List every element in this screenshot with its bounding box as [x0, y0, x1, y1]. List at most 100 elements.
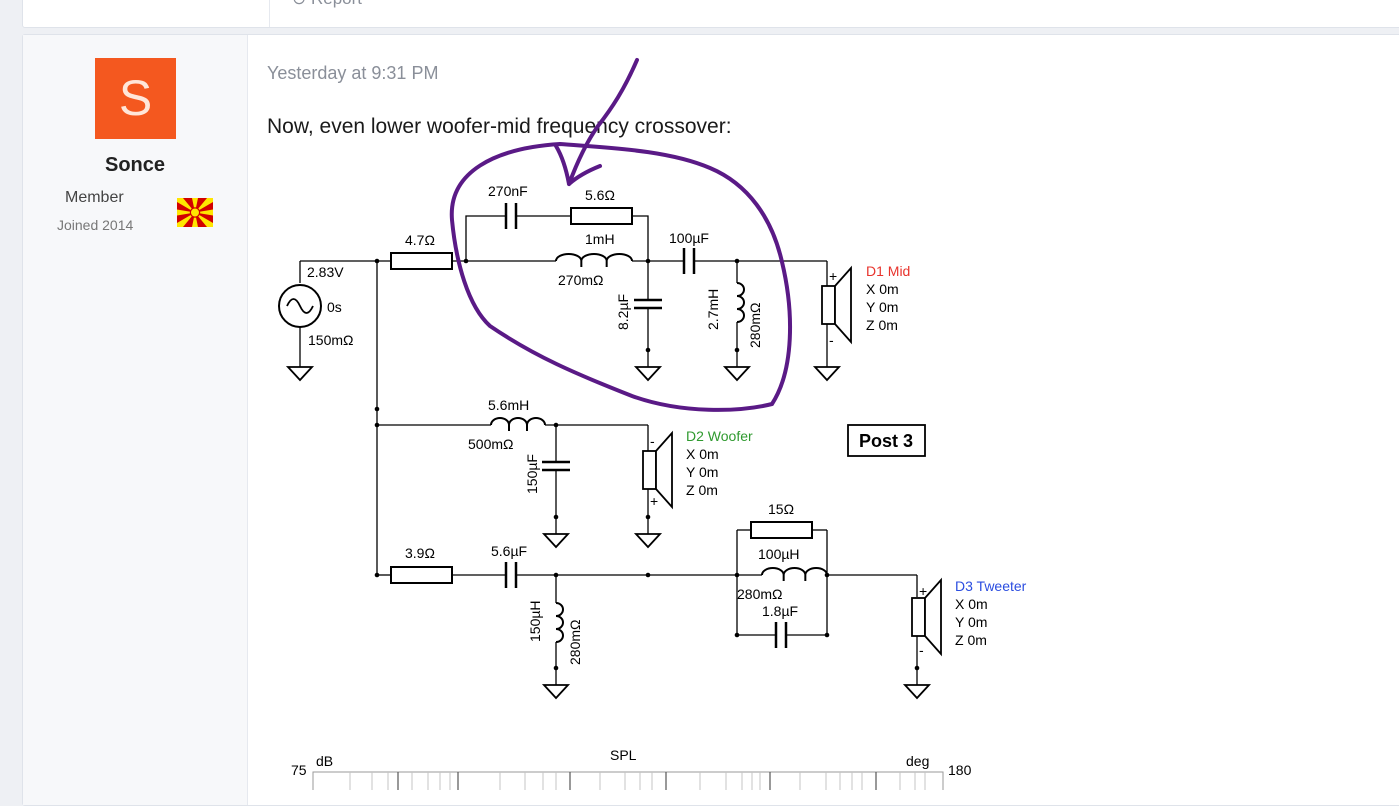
label-r_tw: 3.9Ω: [405, 545, 435, 561]
post-text: Now, even lower woofer-mid frequency cro…: [267, 115, 732, 138]
joined-date: Joined 2014: [57, 217, 134, 233]
ground-symbol: [541, 684, 571, 700]
graph-y-right-unit: deg: [906, 753, 929, 769]
label-d1_x: X 0m: [866, 281, 899, 297]
graph-y-right-top: 180: [948, 762, 972, 778]
speaker-d1-mid: [834, 265, 852, 345]
junction-dot: [734, 347, 740, 353]
label-d2_y: Y 0m: [686, 464, 718, 480]
label-l_mid_r: 270mΩ: [558, 272, 604, 288]
ground-symbol: [812, 366, 842, 382]
junction-dot: [553, 665, 559, 671]
speaker-d3-tweeter: [911, 597, 926, 637]
label-d2_x: X 0m: [686, 446, 719, 462]
label-l_woof: 5.6mH: [488, 397, 529, 413]
label-c_tw: 5.6µF: [491, 543, 527, 559]
speaker-d2-woofer: [655, 430, 673, 510]
label-plus: +: [829, 268, 837, 284]
junction-dot: [645, 572, 651, 578]
wire: [632, 215, 649, 261]
ground-symbol: [633, 533, 663, 549]
username[interactable]: Sonce: [104, 154, 166, 176]
label-d3_x: X 0m: [955, 596, 988, 612]
label-c_shunt_mid: 8.2µF: [615, 294, 631, 330]
label-l_mid: 1mH: [585, 231, 615, 247]
user-info-panel: S Sonce Member Joined 2014: [23, 35, 248, 805]
label-src_r: 150mΩ: [308, 332, 354, 348]
label-r_bypass: 5.6Ω: [585, 187, 615, 203]
label-post_tag: Post 3: [859, 431, 913, 451]
ground-symbol: [285, 366, 315, 382]
label-l_shunt_mid_r: 280mΩ: [747, 303, 763, 349]
junction-dot: [553, 514, 559, 520]
label-c_bypass: 270nF: [488, 183, 528, 199]
ground-symbol: [633, 366, 663, 382]
label-l_tw_shunt_r: 280mΩ: [567, 620, 583, 666]
post-date[interactable]: Yesterday at 9:31 PM: [267, 63, 439, 83]
previous-post: ⊙ Report: [22, 0, 1399, 28]
junction-dot: [914, 665, 920, 671]
resistor-r-in-mid: [390, 252, 453, 270]
avatar[interactable]: S: [95, 58, 176, 139]
label-r_in_mid: 4.7Ω: [405, 232, 435, 248]
user-title: Member: [65, 189, 124, 206]
inductor-tweeter-shunt: [555, 602, 564, 643]
junction-dot: [374, 422, 380, 428]
label-c_mid: 100µF: [669, 230, 709, 246]
graph-frame: [312, 771, 944, 790]
label-d3_z: Z 0m: [955, 632, 987, 648]
label-c_par: 1.8µF: [762, 603, 798, 619]
north-macedonia-flag-icon: [177, 198, 213, 227]
junction-dot: [374, 572, 380, 578]
label-d1_name: D1 Mid: [866, 263, 910, 279]
forum-post: S Sonce Member Joined 2014 Yesterday at …: [22, 34, 1399, 806]
label-l_shunt_mid: 2.7mH: [705, 289, 721, 330]
speaker-d1-mid: [821, 285, 836, 325]
label-l_tw_shunt: 150µH: [527, 600, 543, 642]
graph-y-left-unit: dB: [316, 753, 333, 769]
ground-symbol: [541, 533, 571, 549]
junction-dot: [734, 572, 740, 578]
inductor-woofer: [490, 417, 546, 426]
junction-dot: [645, 514, 651, 520]
junction-dot: [734, 632, 740, 638]
label-plus: +: [650, 493, 658, 509]
sine-icon: [286, 298, 314, 314]
label-d2_name: D2 Woofer: [686, 428, 753, 444]
junction-dot: [645, 347, 651, 353]
label-l_par: 100µH: [758, 546, 800, 562]
label-d2_z: Z 0m: [686, 482, 718, 498]
label-minus: -: [829, 332, 834, 348]
label-l_par_r: 280mΩ: [737, 586, 783, 602]
post-content: Yesterday at 9:31 PM Now, even lower woo…: [247, 35, 1399, 805]
inductor-parallel: [761, 566, 828, 576]
label-d1_z: Z 0m: [866, 317, 898, 333]
label-d1_y: Y 0m: [866, 299, 898, 315]
ground-symbol: [902, 684, 932, 700]
label-d3_y: Y 0m: [955, 614, 987, 630]
junction-dot: [374, 406, 380, 412]
label-l_woof_r: 500mΩ: [468, 436, 514, 452]
annotation-arrow: [554, 58, 639, 186]
label-c_woof: 150µF: [524, 454, 540, 494]
label-src_v: 2.83V: [307, 264, 344, 280]
label-src_t: 0s: [327, 299, 342, 315]
post-tag-box: [847, 424, 926, 457]
label-minus: -: [919, 642, 924, 658]
speaker-d3-tweeter: [924, 577, 942, 657]
report-link[interactable]: ⊙ Report: [292, 0, 362, 9]
label-d3_name: D3 Tweeter: [955, 578, 1027, 594]
graph-title: SPL: [610, 747, 637, 763]
junction-dot: [824, 632, 830, 638]
inductor-shunt-mid: [736, 282, 745, 323]
resistor-tweeter: [390, 566, 453, 584]
speaker-d2-woofer: [642, 450, 657, 490]
label-r_par: 15Ω: [768, 501, 794, 517]
wire: [465, 215, 505, 261]
resistor-parallel: [750, 521, 813, 539]
graph-y-left-top: 75: [291, 762, 307, 778]
inductor-mid: [554, 252, 634, 262]
junction-dot: [374, 258, 380, 264]
ground-symbol: [722, 366, 752, 382]
